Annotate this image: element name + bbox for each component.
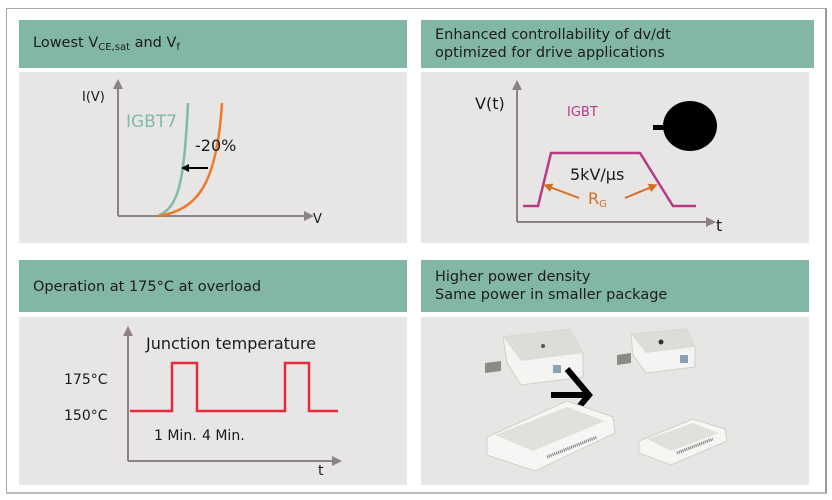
module-large-top (485, 328, 584, 386)
panel-header-vce-sat: Lowest VCE,sat and Vf (19, 20, 407, 68)
x-axis-label: t (318, 463, 324, 479)
reference-curve (157, 102, 224, 218)
header-line-2: Same power in smaller package (435, 287, 668, 303)
y-axis-label: V(t) (475, 94, 505, 113)
header-line-2: optimized for drive applications (435, 45, 665, 61)
dvdt-diagram (512, 80, 717, 227)
header-title: Lowest VCE,sat and Vf (33, 35, 180, 53)
header-line-1: Enhanced controllability of dv/dt (435, 27, 671, 43)
panel-header-operation-temp: Operation at 175°C at overload (19, 260, 407, 312)
igbt7-label: IGBT7 (126, 112, 178, 132)
duration-high-label: 1 Min. (154, 428, 197, 444)
y-high-label: 175°C (64, 372, 108, 388)
module-small-bottom (638, 418, 728, 466)
iv-curve-diagram (113, 79, 314, 221)
module-small-top (617, 328, 696, 374)
header-line-1: Higher power density (435, 269, 591, 285)
panel-content-modules (421, 317, 809, 485)
diagram-title: Junction temperature (146, 334, 317, 353)
module-large-bottom (486, 400, 616, 472)
y-low-label: 150°C (64, 408, 108, 424)
igbt7-curve (157, 102, 190, 218)
module-comparison-image (485, 328, 728, 472)
panel-content-junction-temp: Junction temperature 175°C 150°C 1 Min. … (19, 317, 407, 485)
duration-low-label: 4 Min. (202, 428, 245, 444)
junction-temp-diagram (123, 326, 342, 466)
header-title: Operation at 175°C at overload (33, 279, 262, 295)
gate-resistor-label: RG (588, 189, 607, 210)
panel-content-iv-curve: I(V) V IGBT7 -20% (19, 72, 407, 243)
x-axis-label: V (313, 212, 322, 227)
panel-header-power-density: Higher power density Same power in small… (421, 260, 809, 312)
slope-label: 5kV/µs (570, 165, 625, 184)
panel-header-dvdt: Enhanced controllability of dv/dt optimi… (421, 20, 814, 68)
igbt-label: IGBT (567, 105, 598, 120)
igbt-waveform (523, 151, 696, 208)
rg-arrow-right (624, 183, 658, 199)
motor-icon (653, 101, 717, 151)
reduction-label: -20% (195, 136, 237, 155)
panel-content-dvdt: V(t) t IGBT 5kV/µs RG (421, 72, 809, 243)
x-axis-label: t (716, 216, 723, 235)
temperature-profile (130, 361, 338, 413)
y-axis-label: I(V) (82, 90, 105, 105)
rg-arrow-left (543, 183, 580, 199)
